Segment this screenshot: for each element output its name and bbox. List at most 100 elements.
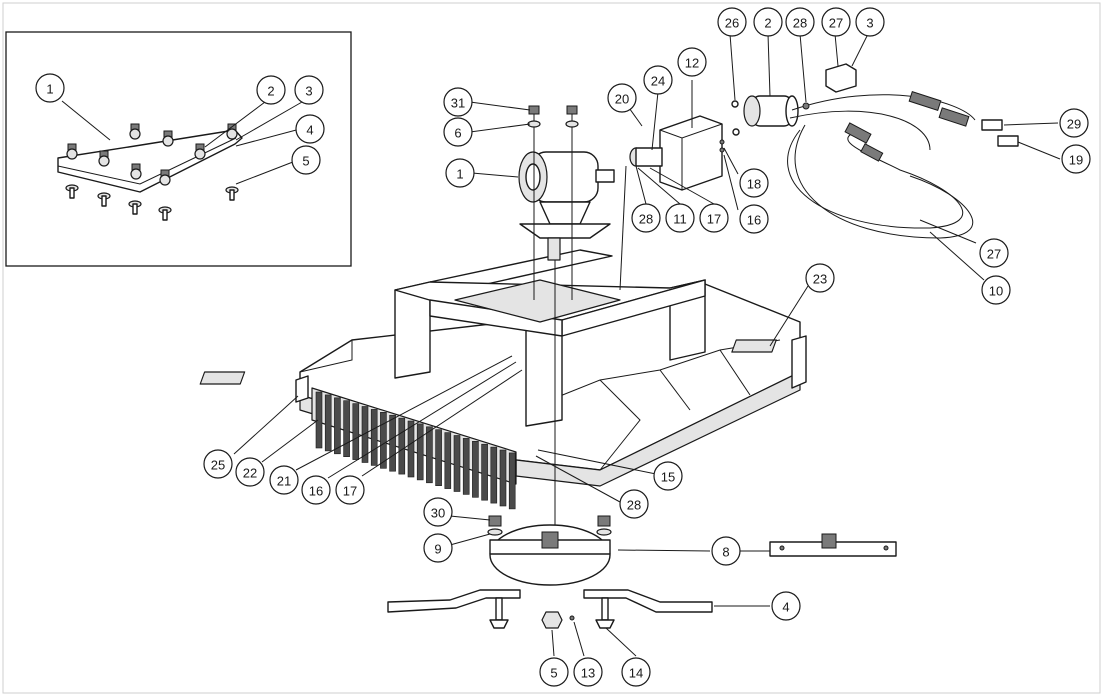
part-callout-5: 5 (539, 657, 569, 687)
hydraulic-motor-group (619, 63, 1019, 291)
callout-label: 4 (782, 600, 789, 615)
blade-carrier (387, 515, 897, 629)
gearbox-shaft (547, 237, 561, 261)
callout-label: 30 (431, 506, 445, 521)
callout-label: 27 (829, 16, 843, 31)
part-callout-18: 18 (739, 168, 769, 198)
callout-label: 2 (267, 84, 274, 99)
callout-label: 13 (581, 666, 595, 681)
inset-callout-2: 2 (256, 75, 286, 105)
inset-lower-bolts (65, 184, 239, 221)
callout-label: 19 (1069, 153, 1083, 168)
callout-label: 28 (627, 498, 641, 513)
part-callout-28: 28 (619, 489, 649, 519)
callout-label: 12 (685, 56, 699, 71)
part-callout-13: 13 (573, 657, 603, 687)
hose-fittings (844, 90, 1019, 162)
callout-label: 28 (639, 212, 653, 227)
coupler (635, 147, 663, 167)
callout-label: 11 (673, 212, 687, 227)
part-callout-27: 27 (979, 238, 1009, 268)
part-callout-2: 2 (753, 7, 783, 37)
guard-flap (435, 429, 442, 487)
guard-flap (334, 397, 341, 455)
gearbox-base (454, 279, 621, 323)
hose-23 (794, 124, 974, 239)
callout-label: 8 (722, 545, 729, 560)
callout-label: 3 (866, 16, 873, 31)
guard-flap (324, 394, 332, 452)
callout-label: 26 (725, 16, 739, 31)
callout-label: 22 (243, 466, 257, 481)
inset-callout-1: 1 (35, 73, 65, 103)
guard-flap (444, 432, 452, 489)
part-callout-17: 17 (699, 203, 729, 233)
mower-deck (199, 249, 807, 510)
callout-label: 17 (707, 212, 721, 227)
guard-flap (398, 417, 406, 475)
callout-label: 5 (550, 666, 557, 681)
part-callout-1: 1 (445, 158, 475, 188)
inset-callout-5: 5 (291, 145, 321, 175)
part-callout-28: 28 (631, 203, 661, 233)
gearbox (518, 105, 615, 560)
guard-flap (508, 452, 516, 510)
leader-lines (233, 33, 1061, 657)
part-callout-26: 26 (717, 7, 747, 37)
callout-label: 5 (302, 154, 309, 169)
inset-callout-4: 4 (295, 114, 325, 144)
callout-label: 28 (793, 16, 807, 31)
part-callout-29: 29 (1059, 108, 1089, 138)
deck-vent-left (199, 371, 246, 385)
part-callout-30: 30 (423, 497, 453, 527)
part-callout-3: 3 (855, 7, 885, 37)
callout-label: 6 (454, 126, 461, 141)
gearbox-flange (519, 223, 611, 239)
inset-bolts (66, 123, 238, 186)
frame-post-front (525, 319, 563, 427)
callout-label: 24 (651, 74, 665, 89)
callout-label: 1 (46, 82, 53, 97)
guard-flap (370, 409, 378, 466)
hose-10 (787, 129, 964, 229)
blade-left (387, 589, 521, 613)
inset-detail (5, 31, 352, 267)
guard-flap (499, 449, 507, 507)
guard-flap (407, 420, 415, 478)
guard-flap (426, 426, 433, 484)
chain-guard (311, 387, 517, 510)
guard-flap (343, 400, 350, 458)
guard-flap (380, 411, 387, 469)
part-callout-14: 14 (621, 657, 651, 687)
callout-label: 2 (764, 16, 771, 31)
callout-label: 18 (747, 177, 761, 192)
guard-flap (462, 438, 470, 495)
guard-flap (481, 443, 488, 501)
part-callout-4: 4 (771, 591, 801, 621)
callout-label: 15 (661, 470, 675, 485)
callout-label: 17 (343, 484, 357, 499)
guard-flap (361, 406, 369, 463)
valve-block (825, 63, 857, 93)
callout-label: 3 (305, 84, 312, 99)
part-callout-10: 10 (981, 275, 1011, 305)
guard-flap (453, 435, 461, 492)
part-callout-9: 9 (423, 533, 453, 563)
part-callout-28: 28 (785, 7, 815, 37)
part-callout-11: 11 (665, 203, 695, 233)
part-callout-22: 22 (235, 457, 265, 487)
part-callout-31: 31 (443, 87, 473, 117)
callout-label: 4 (306, 123, 313, 138)
part-callout-24: 24 (643, 65, 673, 95)
motor-bracket (659, 115, 723, 191)
callout-label: 31 (451, 96, 465, 111)
deck-vent-right (731, 339, 777, 353)
guard-flap (490, 446, 498, 504)
callout-label: 9 (434, 542, 441, 557)
guard-flap (472, 440, 479, 498)
callout-label: 29 (1067, 117, 1081, 132)
